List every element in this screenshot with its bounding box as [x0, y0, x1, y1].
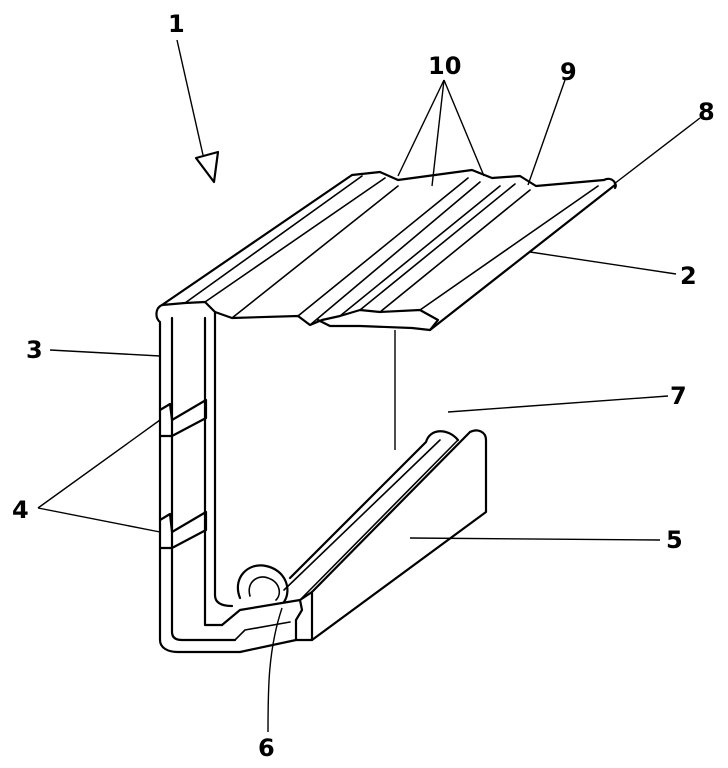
panel-channel-line-1 — [297, 177, 469, 317]
panel-channel-line-3 — [339, 185, 501, 317]
label-3: 3 — [26, 336, 43, 364]
clip-edge-roll — [288, 430, 460, 580]
panel-channel-line-6 — [419, 185, 599, 311]
groove-upper — [158, 398, 208, 438]
groove-lower — [158, 510, 208, 550]
hinge-barrel-inner — [248, 576, 281, 601]
hinge-slot — [234, 621, 291, 641]
label-7: 7 — [670, 382, 687, 410]
label-6: 6 — [258, 734, 275, 762]
side-wall-inner-3 — [213, 310, 234, 608]
label-10: 10 — [428, 52, 461, 80]
leader-3 — [49, 349, 161, 357]
top-panel — [160, 168, 617, 332]
side-wall-inner-2 — [203, 316, 224, 627]
side-wall — [155, 303, 242, 654]
leader-6 — [267, 607, 283, 733]
clip-strip-front — [294, 590, 314, 642]
label-1: 1 — [168, 10, 185, 38]
panel-channel-line-5 — [379, 189, 531, 313]
leader-lines — [37, 39, 701, 733]
leader-4b — [37, 507, 161, 533]
hinge-base — [220, 598, 304, 654]
panel-channel-line-2 — [309, 181, 481, 326]
panel-ridge-line-3 — [231, 185, 399, 319]
leader-9 — [527, 79, 566, 186]
leader-5 — [409, 537, 661, 541]
label-5: 5 — [666, 526, 683, 554]
clip-strip-outline — [310, 429, 488, 642]
leader-10a — [397, 79, 445, 177]
leader-8 — [613, 117, 701, 185]
top-panel-front-profile — [160, 300, 440, 332]
leader-10c — [443, 79, 485, 177]
leader-1 — [176, 39, 204, 156]
leader-7 — [447, 395, 669, 413]
label-2: 2 — [680, 262, 697, 290]
rolled-front-edge — [602, 177, 617, 190]
label-8: 8 — [698, 98, 715, 126]
hinge-barrel — [236, 564, 289, 604]
panel-channel-line-4 — [359, 183, 516, 311]
side-wall-outer — [155, 303, 242, 654]
leader-10b — [431, 79, 445, 187]
side-wall-inner-1 — [170, 316, 237, 642]
panel-ridge-line-2 — [204, 177, 386, 303]
clip-assembly — [220, 429, 488, 654]
clip-edge-line — [283, 439, 441, 591]
clip-strip-ridge — [299, 439, 459, 601]
arrowhead-1 — [194, 150, 220, 184]
leader-2 — [529, 251, 677, 275]
label-4: 4 — [12, 496, 29, 524]
top-panel-back-edge — [160, 168, 606, 307]
label-9: 9 — [560, 58, 577, 86]
top-panel-underside-edge — [428, 183, 617, 332]
leader-4a — [37, 419, 161, 509]
reference-numerals: 1 10 9 8 2 3 7 4 5 6 — [12, 10, 715, 762]
panel-ridge-line-1 — [184, 175, 363, 304]
